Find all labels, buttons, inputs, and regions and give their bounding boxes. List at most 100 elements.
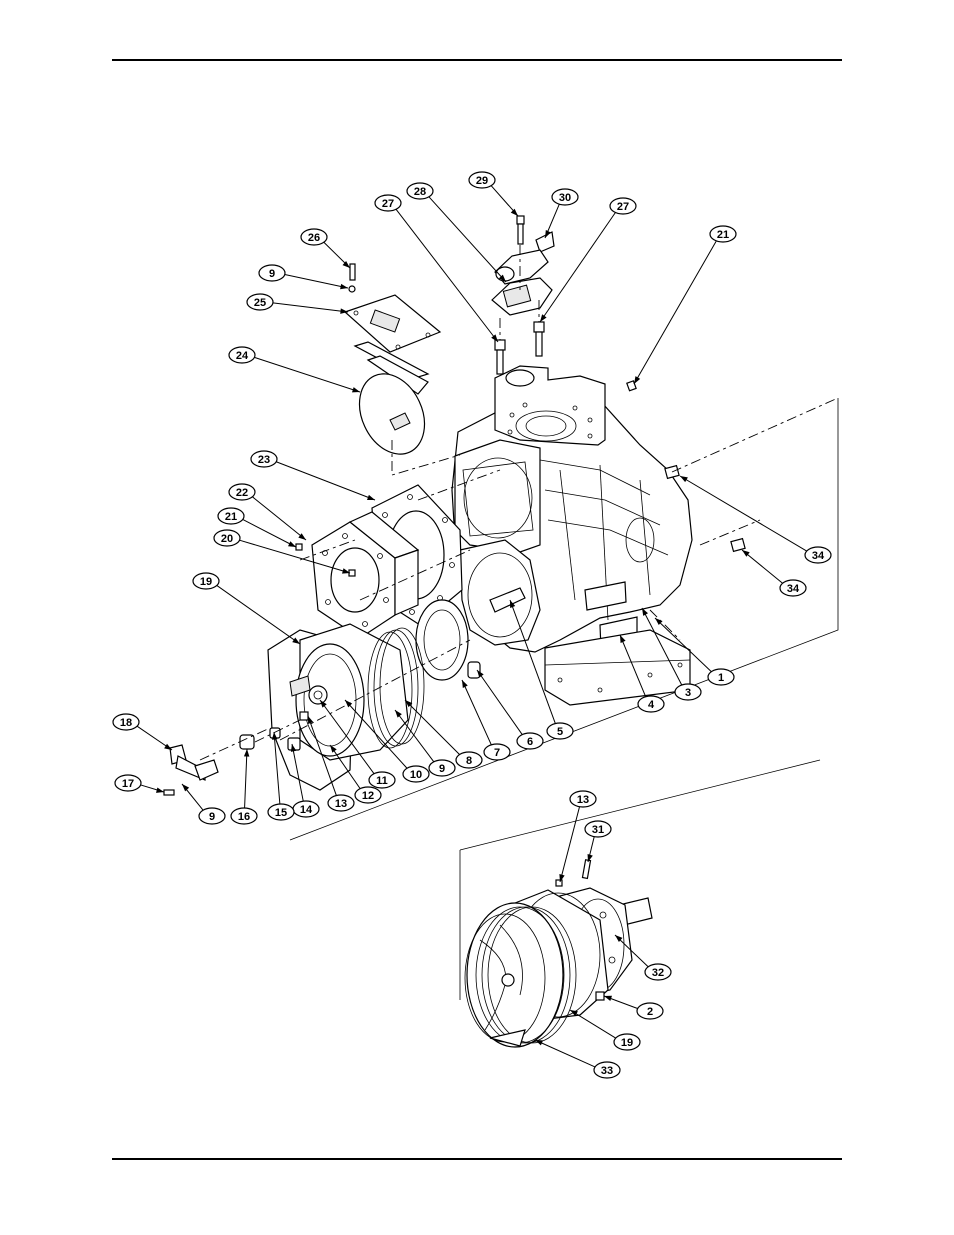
callout-number: 9: [269, 268, 275, 280]
seal-plate-assembly: [164, 624, 424, 795]
callout-number: 27: [382, 198, 394, 210]
callout-number: 33: [601, 1065, 613, 1077]
callout-number: 23: [258, 454, 270, 466]
callout-number: 34: [812, 550, 825, 562]
callout-number: 31: [592, 824, 604, 836]
callout-c21a: 21: [634, 226, 736, 384]
callout-c9a: 9: [259, 265, 348, 289]
callout-number: 1: [718, 672, 724, 684]
callout-arrowhead: [604, 996, 612, 1001]
callout-arrowhead: [340, 284, 348, 289]
callout-leader: [285, 275, 348, 288]
callout-arrowhead: [182, 784, 189, 791]
callout-number: 24: [236, 350, 249, 362]
callout-arrowhead: [680, 476, 688, 482]
callout-leader: [560, 807, 580, 882]
callout-c29: 29: [469, 172, 518, 216]
callout-arrowhead: [164, 744, 172, 750]
callout-c28: 28: [407, 183, 506, 282]
callout-arrowhead: [352, 387, 360, 392]
callout-arrowhead: [288, 541, 296, 547]
callout-c7: 7: [462, 680, 510, 760]
callout-number: 13: [577, 794, 589, 806]
callout-arrowhead: [156, 788, 164, 793]
callout-c18: 18: [113, 714, 172, 750]
callout-number: 29: [476, 175, 488, 187]
callout-arrowhead: [367, 495, 375, 500]
callout-leader: [217, 585, 300, 644]
callout-leader: [570, 1010, 616, 1038]
callout-leader: [252, 497, 306, 540]
callout-arrowhead: [634, 376, 640, 384]
pump-casing: [452, 366, 745, 705]
callout-c34b: 34: [742, 550, 806, 596]
callout-number: 25: [254, 297, 266, 309]
callout-leader: [276, 462, 375, 500]
callout-c6: 6: [477, 670, 543, 749]
callout-arrowhead: [642, 608, 648, 616]
callout-leader: [535, 1040, 595, 1067]
callout-number: 19: [200, 576, 212, 588]
callout-arrowhead: [462, 680, 468, 688]
callout-number: 7: [494, 747, 500, 759]
callout-leader: [243, 519, 296, 547]
callout-number: 18: [120, 717, 132, 729]
callout-c25: 25: [247, 294, 348, 314]
callout-leader: [462, 680, 491, 745]
callout-number: 13: [335, 798, 347, 810]
callout-number: 22: [236, 487, 248, 499]
callout-c31: 31: [585, 821, 611, 862]
callout-number: 12: [362, 790, 374, 802]
callout-c33: 33: [535, 1040, 620, 1078]
callout-leader: [254, 357, 360, 392]
callout-number: 8: [466, 755, 472, 767]
callout-number: 27: [617, 201, 629, 213]
callout-leader: [742, 550, 783, 583]
callout-leader: [429, 197, 506, 282]
callout-number: 9: [439, 763, 445, 775]
callout-number: 2: [647, 1006, 653, 1018]
callout-c34a: 34: [680, 476, 831, 563]
callout-number: 30: [559, 192, 571, 204]
check-valve-cover-parts: [492, 216, 554, 374]
callout-number: 26: [308, 232, 320, 244]
callout-c13b: 13: [559, 791, 596, 882]
callout-c19a: 19: [193, 573, 300, 644]
callout-c9c: 9: [182, 784, 225, 824]
callout-number: 32: [652, 967, 664, 979]
callout-leader: [395, 710, 434, 762]
callout-number: 19: [621, 1037, 633, 1049]
fill-cover-parts: [345, 264, 460, 475]
callout-number: 9: [209, 811, 215, 823]
callout-arrowhead: [540, 314, 547, 322]
callout-number: 5: [557, 726, 563, 738]
callout-leader: [540, 213, 615, 322]
callout-number: 4: [648, 699, 655, 711]
callout-c19b: 19: [570, 1010, 640, 1050]
callout-arrowhead: [244, 749, 249, 757]
callout-number: 10: [410, 769, 422, 781]
callout-leader: [245, 749, 247, 808]
callout-number: 20: [221, 533, 233, 545]
callout-leader: [405, 700, 460, 755]
callout-c2: 2: [604, 996, 663, 1019]
callout-leader: [634, 241, 716, 384]
callout-number: 17: [122, 778, 134, 790]
callout-c23: 23: [251, 451, 375, 500]
callout-leader: [477, 670, 522, 735]
callout-number: 21: [717, 229, 729, 241]
callout-c26: 26: [301, 229, 350, 268]
callout-leader: [273, 303, 348, 312]
callout-c17: 17: [115, 775, 164, 793]
callout-number: 11: [376, 775, 388, 787]
callout-number: 6: [527, 736, 533, 748]
callout-number: 15: [275, 807, 287, 819]
callout-number: 3: [685, 687, 691, 699]
callout-number: 14: [300, 804, 313, 816]
callout-number: 16: [238, 811, 250, 823]
callout-number: 28: [414, 186, 426, 198]
callout-number: 21: [225, 511, 237, 523]
callout-arrowhead: [511, 209, 518, 216]
rotating-assembly: [465, 860, 652, 1047]
